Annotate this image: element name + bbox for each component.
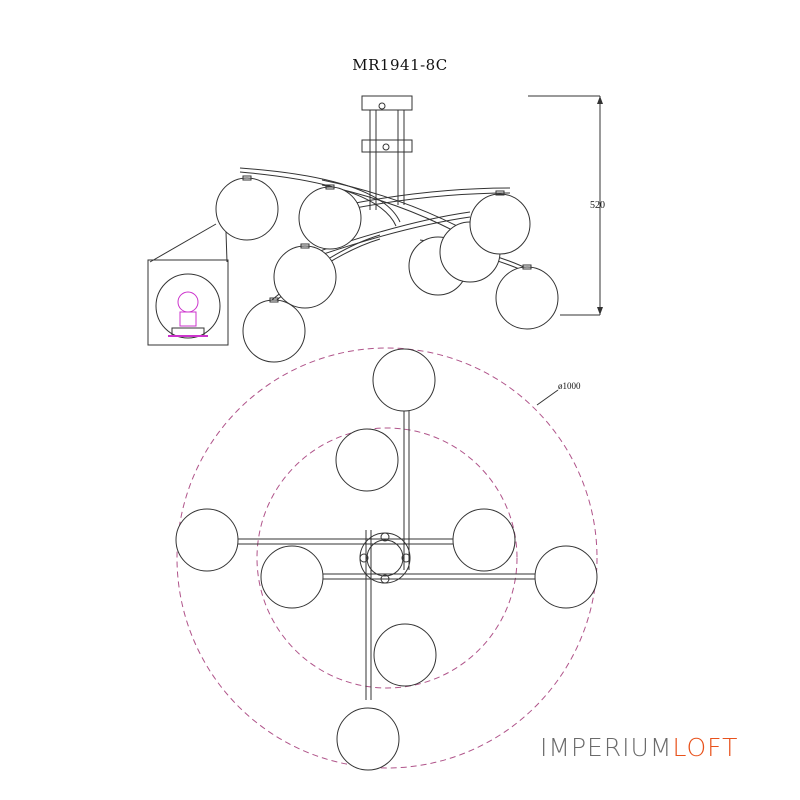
- globe-plan-7: [373, 623, 437, 687]
- model-code-label: MR1941-8C: [352, 56, 448, 74]
- detail-globe: [155, 273, 221, 339]
- globe-plan-8: [336, 707, 400, 771]
- arm-3: [344, 187, 511, 206]
- arrow-down: [597, 307, 603, 315]
- plan-view: [175, 347, 598, 771]
- diameter-leader: [536, 389, 559, 406]
- outer-diameter-circle: [176, 347, 598, 769]
- arm-4: [299, 211, 471, 259]
- callout-leader-left: [149, 223, 217, 263]
- diameter-dimension-label: ø1000: [558, 381, 581, 391]
- globe-plan-6: [534, 545, 598, 609]
- globe-plan-4: [452, 508, 516, 572]
- bulb-detail-callout: [147, 223, 229, 346]
- brand-logo: IMPERIUMLOFT: [540, 733, 738, 762]
- canopy-screw: [378, 102, 386, 110]
- bulb-socket: [179, 311, 197, 327]
- detail-frame: [147, 259, 229, 346]
- middle-plate: [361, 139, 413, 153]
- globe-plan-1: [372, 348, 436, 412]
- globe-side-1: [215, 177, 279, 241]
- detail-holder: [171, 327, 205, 337]
- globe-plan-2: [335, 428, 399, 492]
- callout-leader-right: [225, 231, 228, 263]
- globe-side-2: [298, 186, 362, 250]
- brand-logo-part1: IMPERIUM: [540, 733, 673, 762]
- globe-side-6: [495, 266, 559, 330]
- globe-side-7: [273, 245, 337, 309]
- bulb-icon: [177, 291, 199, 313]
- globe-plan-5: [260, 545, 324, 609]
- globe-plan-3: [175, 508, 239, 572]
- ceiling-canopy: [361, 95, 413, 111]
- height-dimension: [528, 95, 603, 316]
- globe-side-8: [242, 299, 306, 363]
- brand-logo-part2: LOFT: [672, 733, 739, 762]
- globe-side-5: [469, 193, 531, 255]
- height-dimension-label: 520: [590, 200, 605, 211]
- side-elevation-view: [215, 95, 559, 363]
- arrow-up: [597, 96, 603, 104]
- inner-diameter-circle: [256, 427, 518, 689]
